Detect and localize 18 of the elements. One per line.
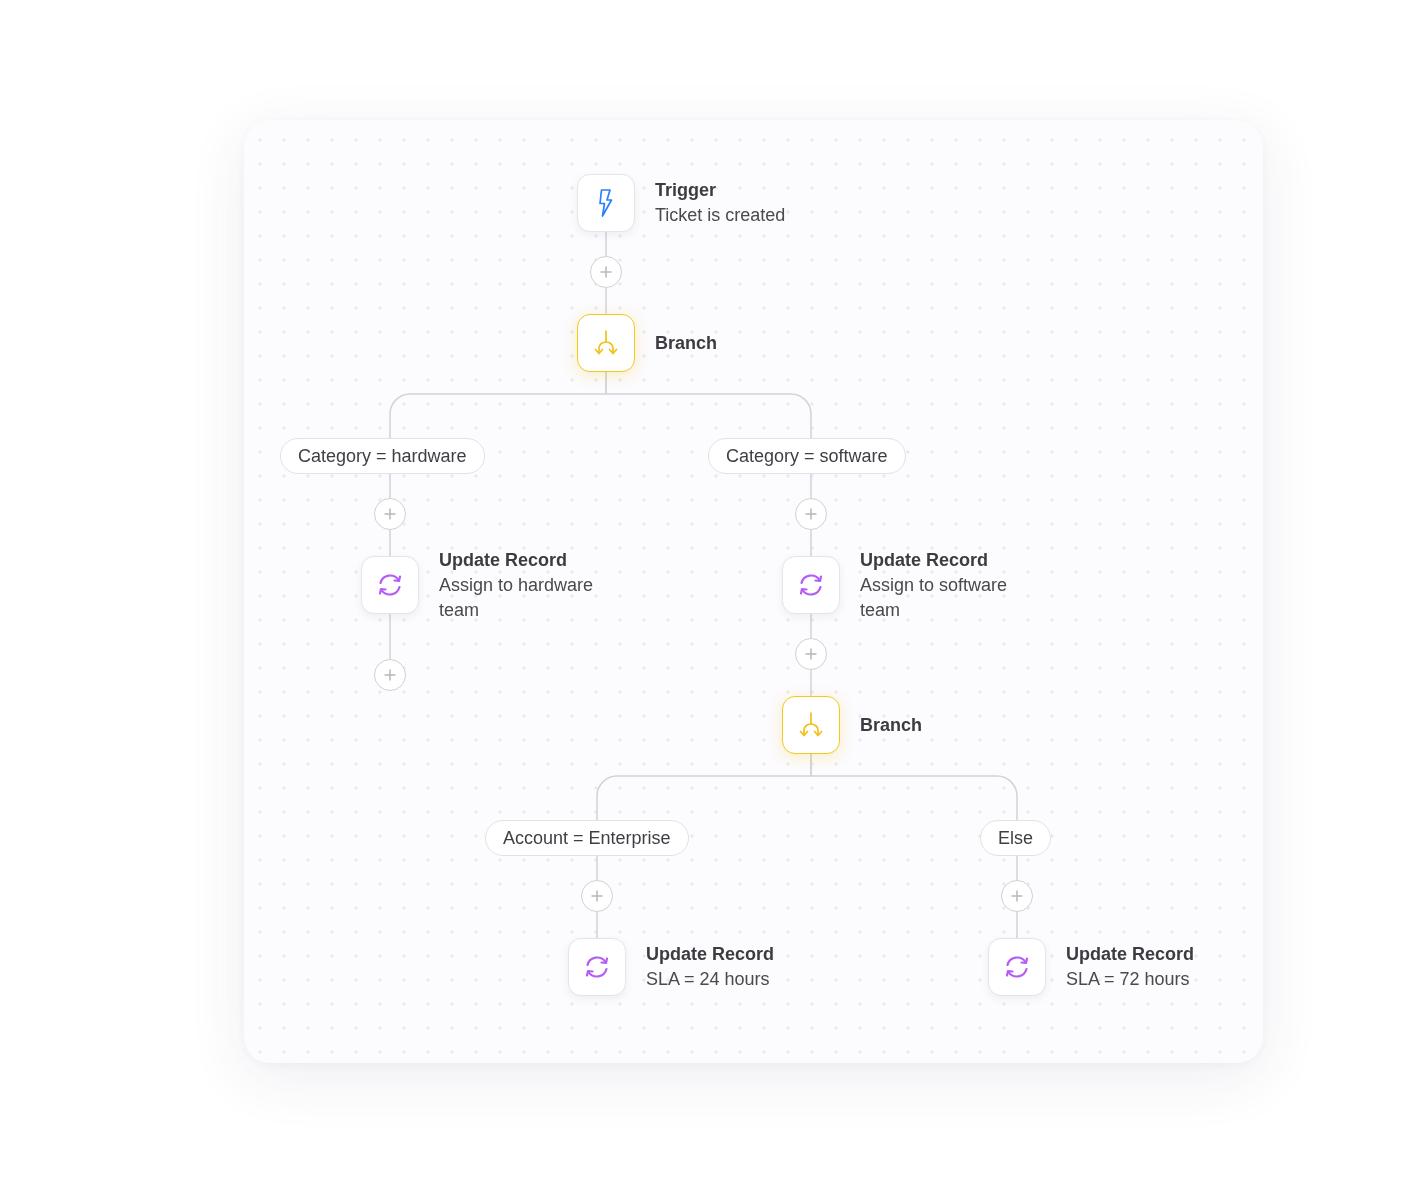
step-description: Ticket is created (655, 204, 786, 227)
condition-pill: Else (980, 820, 1051, 856)
connector-line (605, 371, 812, 439)
step-description: SLA = 72 hours (1066, 968, 1190, 991)
condition-pill: Account = Enterprise (485, 820, 689, 856)
step-title: Trigger (655, 179, 716, 202)
step-title: Branch (655, 331, 717, 355)
step-title: Update Record (439, 548, 568, 572)
step-description: Assign to hardware team (439, 573, 595, 622)
step-description: SLA = 24 hours (646, 968, 770, 991)
step-title: Update Record (646, 943, 775, 966)
condition-pill: Category = software (708, 438, 906, 474)
condition-pill: Category = hardware (280, 438, 485, 474)
step-title: Branch (860, 713, 922, 737)
step-title: Update Record (1066, 943, 1195, 966)
connector-line (810, 753, 1018, 821)
step-title: Update Record (860, 548, 989, 572)
step-description: Assign to software team (860, 573, 1009, 622)
